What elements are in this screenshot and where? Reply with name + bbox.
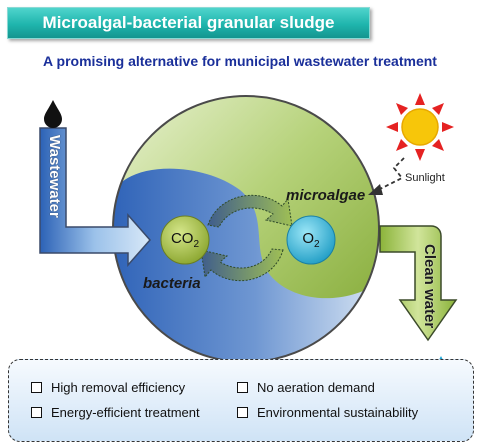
- wastewater-arrow: [39, 127, 151, 267]
- checkbox-icon: [31, 382, 42, 393]
- wastewater-label: Wastewater: [46, 135, 63, 218]
- benefit-item: High removal efficiency: [31, 380, 185, 395]
- cycle-arrow-top: [207, 194, 293, 228]
- benefit-text: Energy-efficient treatment: [51, 405, 200, 420]
- benefit-item: Energy-efficient treatment: [31, 405, 200, 420]
- benefit-text: Environmental sustainability: [257, 405, 419, 420]
- benefits-box: High removal efficiency No aeration dema…: [8, 359, 474, 442]
- co2-symbol: CO: [170, 230, 194, 247]
- o2-label: O2: [287, 230, 335, 250]
- benefit-item: Environmental sustainability: [237, 405, 418, 420]
- checkbox-icon: [237, 382, 248, 393]
- sun-icon: [386, 93, 454, 161]
- clean-water-label: Clean water: [421, 244, 438, 329]
- o2-symbol: O: [302, 230, 315, 247]
- cycle-arrow-bottom: [200, 248, 284, 282]
- clean-water-arrow: [379, 225, 458, 342]
- title-banner: Microalgal-bacterial granular sludge pro…: [7, 7, 370, 62]
- wastewater-drop-icon: [44, 100, 62, 128]
- diagram-subtitle: A promising alternative for municipal wa…: [43, 53, 437, 69]
- checkbox-icon: [31, 407, 42, 418]
- diagram-title: Microalgal-bacterial granular sludge pro…: [42, 13, 335, 62]
- bacteria-label: bacteria: [143, 275, 201, 292]
- sunlight-label: Sunlight: [405, 172, 445, 184]
- benefit-text: High removal efficiency: [51, 380, 186, 395]
- co2-molecule: [160, 215, 210, 265]
- co2-label: CO2: [161, 230, 209, 250]
- microalgae-label: microalgae: [286, 187, 366, 204]
- benefit-item: No aeration demand: [237, 380, 375, 395]
- sunlight-arrow: [368, 157, 405, 195]
- checkbox-icon: [237, 407, 248, 418]
- o2-molecule: [286, 215, 336, 265]
- co2-subscript: 2: [193, 239, 200, 250]
- o2-subscript: 2: [314, 239, 320, 250]
- benefit-text: No aeration demand: [257, 380, 375, 395]
